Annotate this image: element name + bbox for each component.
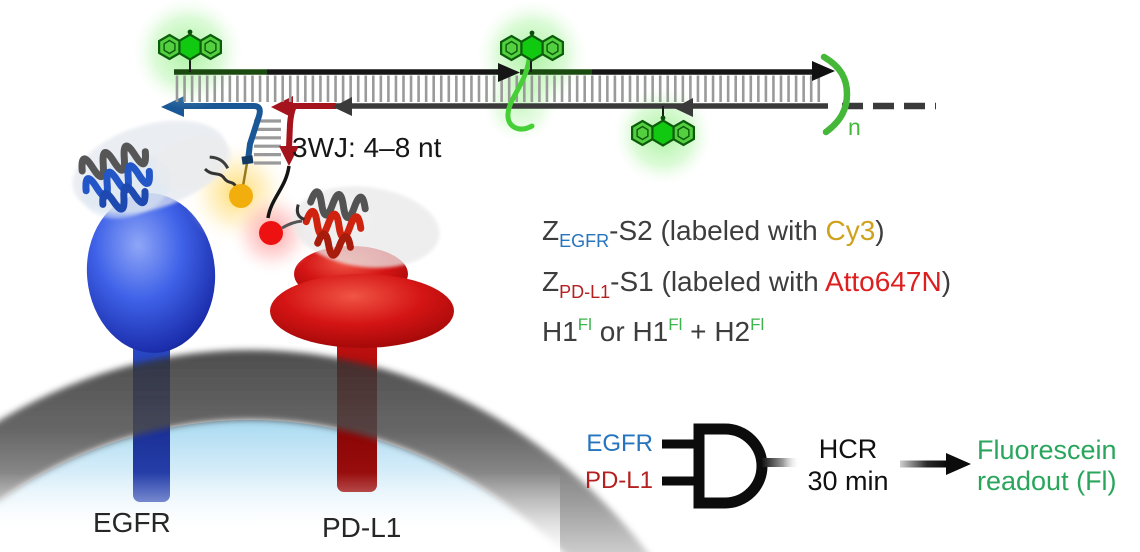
- h1-loop-green: [505, 57, 535, 132]
- atto647n-label: Atto647N: [824, 266, 942, 297]
- h1-label: H1: [542, 316, 578, 347]
- or-text: or: [591, 316, 633, 347]
- and-gate-icon: [662, 423, 798, 509]
- probe1-mid-text: -S2 (labeled with: [609, 215, 826, 246]
- linkers-and-dyes: [203, 162, 303, 245]
- atto647n-dye-dot: [259, 221, 283, 245]
- z-symbol: Z: [542, 215, 560, 246]
- egfr-receptor-head: [86, 193, 216, 353]
- hcr-time-label: 30 min: [807, 466, 889, 496]
- z-symbol: Z: [542, 266, 560, 297]
- pdl1-subscript: PD-L1: [559, 282, 611, 302]
- threewj-label: 3WJ: 4–8 nt: [292, 132, 442, 163]
- hairpin-line: H1Fl or H1Fl + H2Fl: [542, 316, 764, 346]
- gate-input-egfr-label: EGFR: [586, 430, 653, 457]
- s2-strand-endcap: [241, 155, 254, 165]
- fl-superscript: Fl: [668, 315, 683, 334]
- bottom-strand-arrowhead-2: [674, 98, 693, 117]
- cell: [0, 193, 648, 552]
- plus-text: +: [682, 316, 715, 347]
- pdl1-receptor-label: PD-L1: [322, 512, 402, 543]
- top-strand-arrowhead-2: [812, 61, 835, 81]
- cy3-strand-linker: [241, 162, 249, 187]
- fl-superscript: Fl: [750, 315, 765, 334]
- h1-label: H1: [632, 316, 669, 347]
- pdl1-affibody-linker: [281, 219, 303, 230]
- pdl1-affibody: [292, 186, 440, 268]
- fl-superscript: Fl: [577, 315, 592, 334]
- repeat-bracket-icon: [820, 53, 851, 136]
- s1-toehold-curve: [266, 165, 291, 219]
- repeat-n-label: n: [848, 114, 861, 140]
- s2-strand-blue: [180, 103, 263, 161]
- h2-label: H2: [714, 316, 751, 347]
- egfr-affibody-linker: [203, 167, 238, 188]
- arrow-right-icon: [900, 453, 971, 475]
- top-strand-arrowhead-1: [498, 63, 520, 82]
- cy3-label: Cy3: [825, 215, 876, 246]
- egfr-subscript: EGFR: [559, 231, 610, 251]
- probe2-close: ): [941, 266, 952, 297]
- pdl1-receptor-head: [270, 246, 454, 348]
- probe-line-zpdl1: ZPD-L1-S1 (labeled with Atto647N): [542, 266, 952, 302]
- s1-strand-red-vertical: [286, 104, 297, 149]
- cy3-dye-dot: [229, 184, 253, 208]
- probe2-mid-text: -S1 (labeled with: [610, 266, 825, 297]
- bottom-strand-arrowhead-1: [333, 97, 352, 116]
- gate-output-stub: [762, 458, 798, 467]
- membrane-band: [0, 350, 648, 552]
- probe1-close: ): [875, 215, 885, 246]
- s1-strand-arrowhead-down: [279, 146, 299, 166]
- hcr-polymer-duplex: [130, 0, 936, 187]
- egfr-receptor-label: EGFR: [93, 507, 171, 538]
- readout-label-line2: readout (Fl): [977, 466, 1117, 496]
- membrane-bottom-fade: [0, 472, 560, 552]
- s1-strand-arrowhead-left: [271, 96, 293, 118]
- gate-input-pdl1-label: PD-L1: [584, 467, 653, 494]
- gate-body: [693, 423, 768, 509]
- hcr-label: HCR: [818, 434, 878, 464]
- probe-line-zegfr: ZEGFR-S2 (labeled with Cy3): [542, 215, 885, 251]
- egfr-affibody: [72, 120, 232, 219]
- duplex-rungs: [175, 75, 821, 102]
- readout-label-line1: Fluorescein: [977, 435, 1117, 465]
